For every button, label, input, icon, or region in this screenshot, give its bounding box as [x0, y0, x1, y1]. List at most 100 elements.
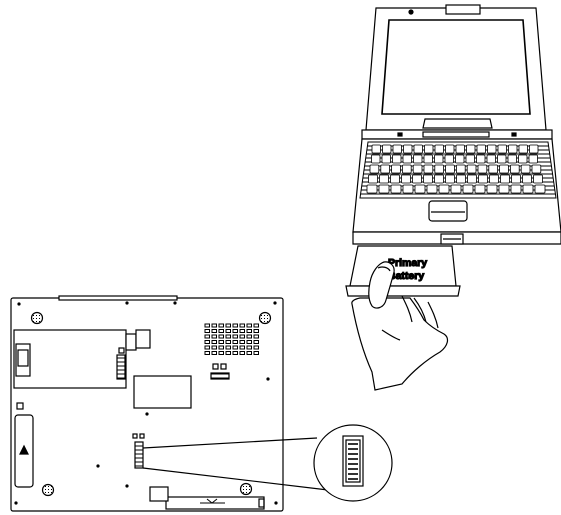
foot — [239, 482, 253, 496]
key — [444, 154, 454, 164]
key — [424, 144, 434, 154]
vent-slot — [232, 329, 238, 333]
key — [455, 154, 465, 164]
key — [369, 164, 380, 174]
vent-slot — [204, 323, 210, 328]
key — [434, 174, 444, 184]
key — [466, 144, 476, 154]
key — [390, 174, 400, 184]
vent-slot — [211, 351, 217, 355]
battery-label-line2: Battery — [388, 270, 424, 282]
key — [522, 174, 532, 184]
key — [531, 164, 542, 174]
vent-slot — [239, 351, 245, 355]
vent-slot — [204, 340, 210, 344]
key — [379, 174, 389, 184]
key — [528, 154, 538, 164]
key — [520, 164, 531, 174]
key — [403, 144, 413, 154]
vent-slot — [239, 329, 245, 333]
key — [414, 184, 426, 194]
label-plate — [133, 375, 192, 409]
key — [455, 164, 466, 174]
vent-slot — [211, 345, 217, 350]
key — [402, 154, 412, 164]
laptop — [352, 4, 561, 245]
key — [434, 164, 444, 174]
key — [522, 184, 534, 194]
vent-slot — [232, 334, 238, 339]
vent-slot — [225, 345, 231, 350]
key — [474, 184, 486, 194]
vent-slot — [253, 323, 259, 328]
vent-slot — [225, 323, 231, 328]
vent-slot — [246, 340, 252, 344]
key — [402, 184, 414, 194]
key — [476, 144, 486, 154]
key — [456, 174, 466, 184]
vent-slot — [232, 351, 238, 355]
card-compartment — [13, 329, 127, 389]
key — [466, 164, 477, 174]
key — [392, 144, 402, 154]
key — [423, 164, 434, 174]
key — [401, 174, 411, 184]
foot — [258, 311, 272, 325]
vent-slot — [253, 334, 259, 339]
key — [467, 174, 477, 184]
primary-battery: Primary Battery — [345, 245, 461, 297]
key — [382, 144, 392, 154]
key — [508, 144, 518, 154]
key — [510, 184, 522, 194]
key — [462, 184, 474, 194]
vent-slot — [204, 329, 210, 333]
vent-slot — [253, 351, 259, 355]
vent-slot — [246, 334, 252, 339]
key — [392, 154, 402, 164]
vent-slot — [253, 329, 259, 333]
vent-slot — [239, 345, 245, 350]
vent-slot — [232, 345, 238, 350]
vent-slot — [239, 323, 245, 328]
key — [368, 174, 378, 184]
vent-slot — [211, 323, 217, 328]
vent-slot — [218, 340, 224, 344]
key — [507, 154, 517, 164]
vent-slot — [211, 329, 217, 333]
key — [434, 154, 444, 164]
key — [445, 144, 455, 154]
key — [533, 174, 543, 184]
key — [401, 164, 412, 174]
vent-slot — [246, 323, 252, 328]
vent-slot — [218, 345, 224, 350]
magnified-latch-callout — [142, 424, 393, 502]
callout-line — [142, 437, 318, 449]
vent-slot — [204, 334, 210, 339]
key — [371, 144, 381, 154]
key — [445, 174, 455, 184]
key — [434, 144, 444, 154]
key — [477, 164, 488, 174]
key — [518, 154, 528, 164]
key — [478, 174, 488, 184]
touchpad — [428, 200, 468, 222]
key — [511, 174, 521, 184]
key — [465, 154, 475, 164]
key — [486, 184, 498, 194]
key — [413, 154, 423, 164]
key — [488, 164, 498, 174]
vent-slot — [232, 340, 238, 344]
key — [489, 174, 499, 184]
vent-slot — [204, 345, 210, 350]
key — [390, 184, 402, 194]
key — [380, 164, 390, 174]
vent-slot — [218, 329, 224, 333]
vent-slot — [225, 340, 231, 344]
vent-slot — [218, 323, 224, 328]
vent-slot — [239, 334, 245, 339]
key — [371, 154, 381, 164]
vent-slot — [204, 351, 210, 355]
foot — [41, 483, 55, 497]
key — [413, 144, 423, 154]
key — [412, 164, 423, 174]
